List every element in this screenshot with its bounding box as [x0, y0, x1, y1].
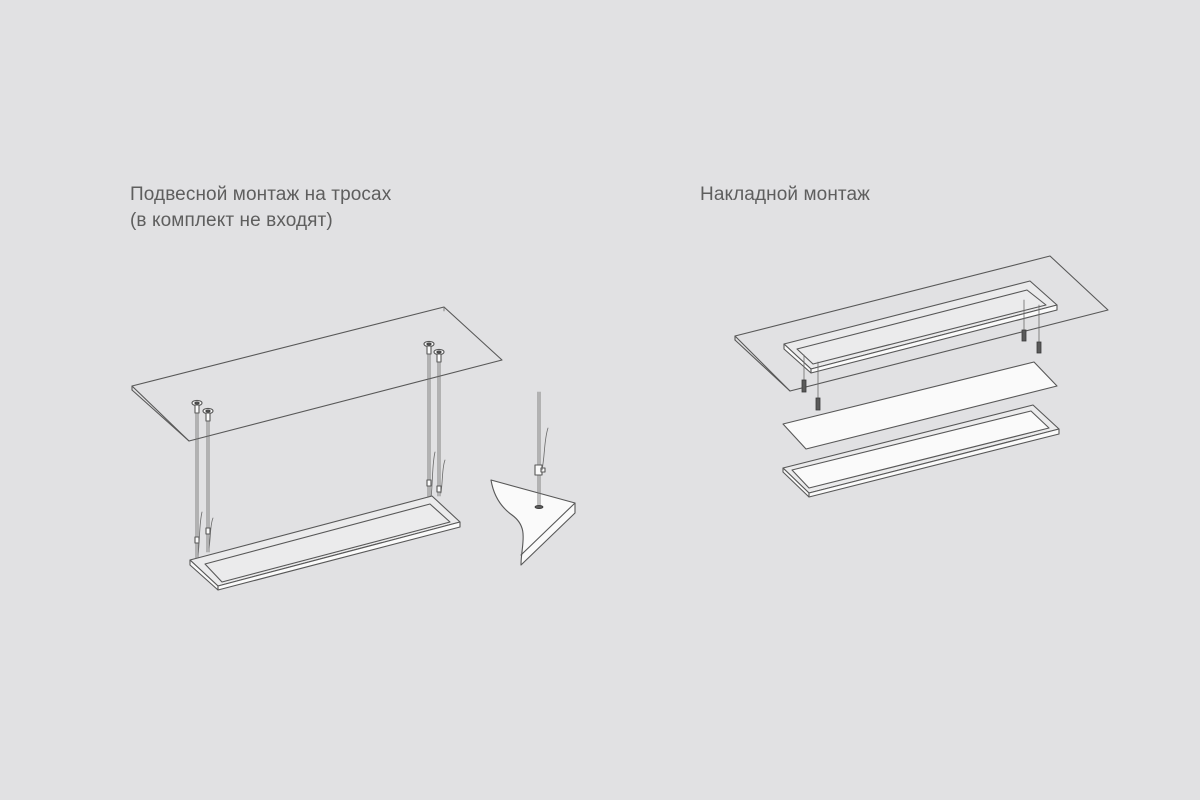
diffuser-panel — [782, 361, 1058, 450]
cable-anchor-left-back — [202, 407, 214, 422]
caption-surface-line1: Накладной монтаж — [700, 184, 870, 205]
caption-suspended-line1: Подвесной монтаж на тросах — [130, 184, 392, 205]
surface-mount-illustration — [734, 255, 1109, 498]
bezel-frame — [782, 404, 1060, 498]
caption-suspended-line2: (в комплект не входят) — [130, 210, 333, 231]
cable-anchor-left-front — [191, 399, 203, 414]
ceiling-plate-right — [734, 255, 1109, 392]
mounting-screws — [801, 299, 1042, 411]
caption-surface-mount: Накладной монтаж — [700, 182, 870, 208]
surface-housing — [783, 280, 1058, 374]
cable-anchor-right-front — [423, 340, 435, 355]
suspended-luminaire — [189, 495, 461, 591]
suspended-mount-illustration — [131, 306, 576, 591]
suspension-cables — [194, 353, 446, 563]
caption-suspended-mount: Подвесной монтаж на тросах (в комплект н… — [130, 182, 391, 234]
ceiling-plate-left — [131, 306, 503, 442]
detail-inset-cable-connection — [490, 391, 576, 566]
cable-anchor-right-back — [433, 348, 445, 363]
